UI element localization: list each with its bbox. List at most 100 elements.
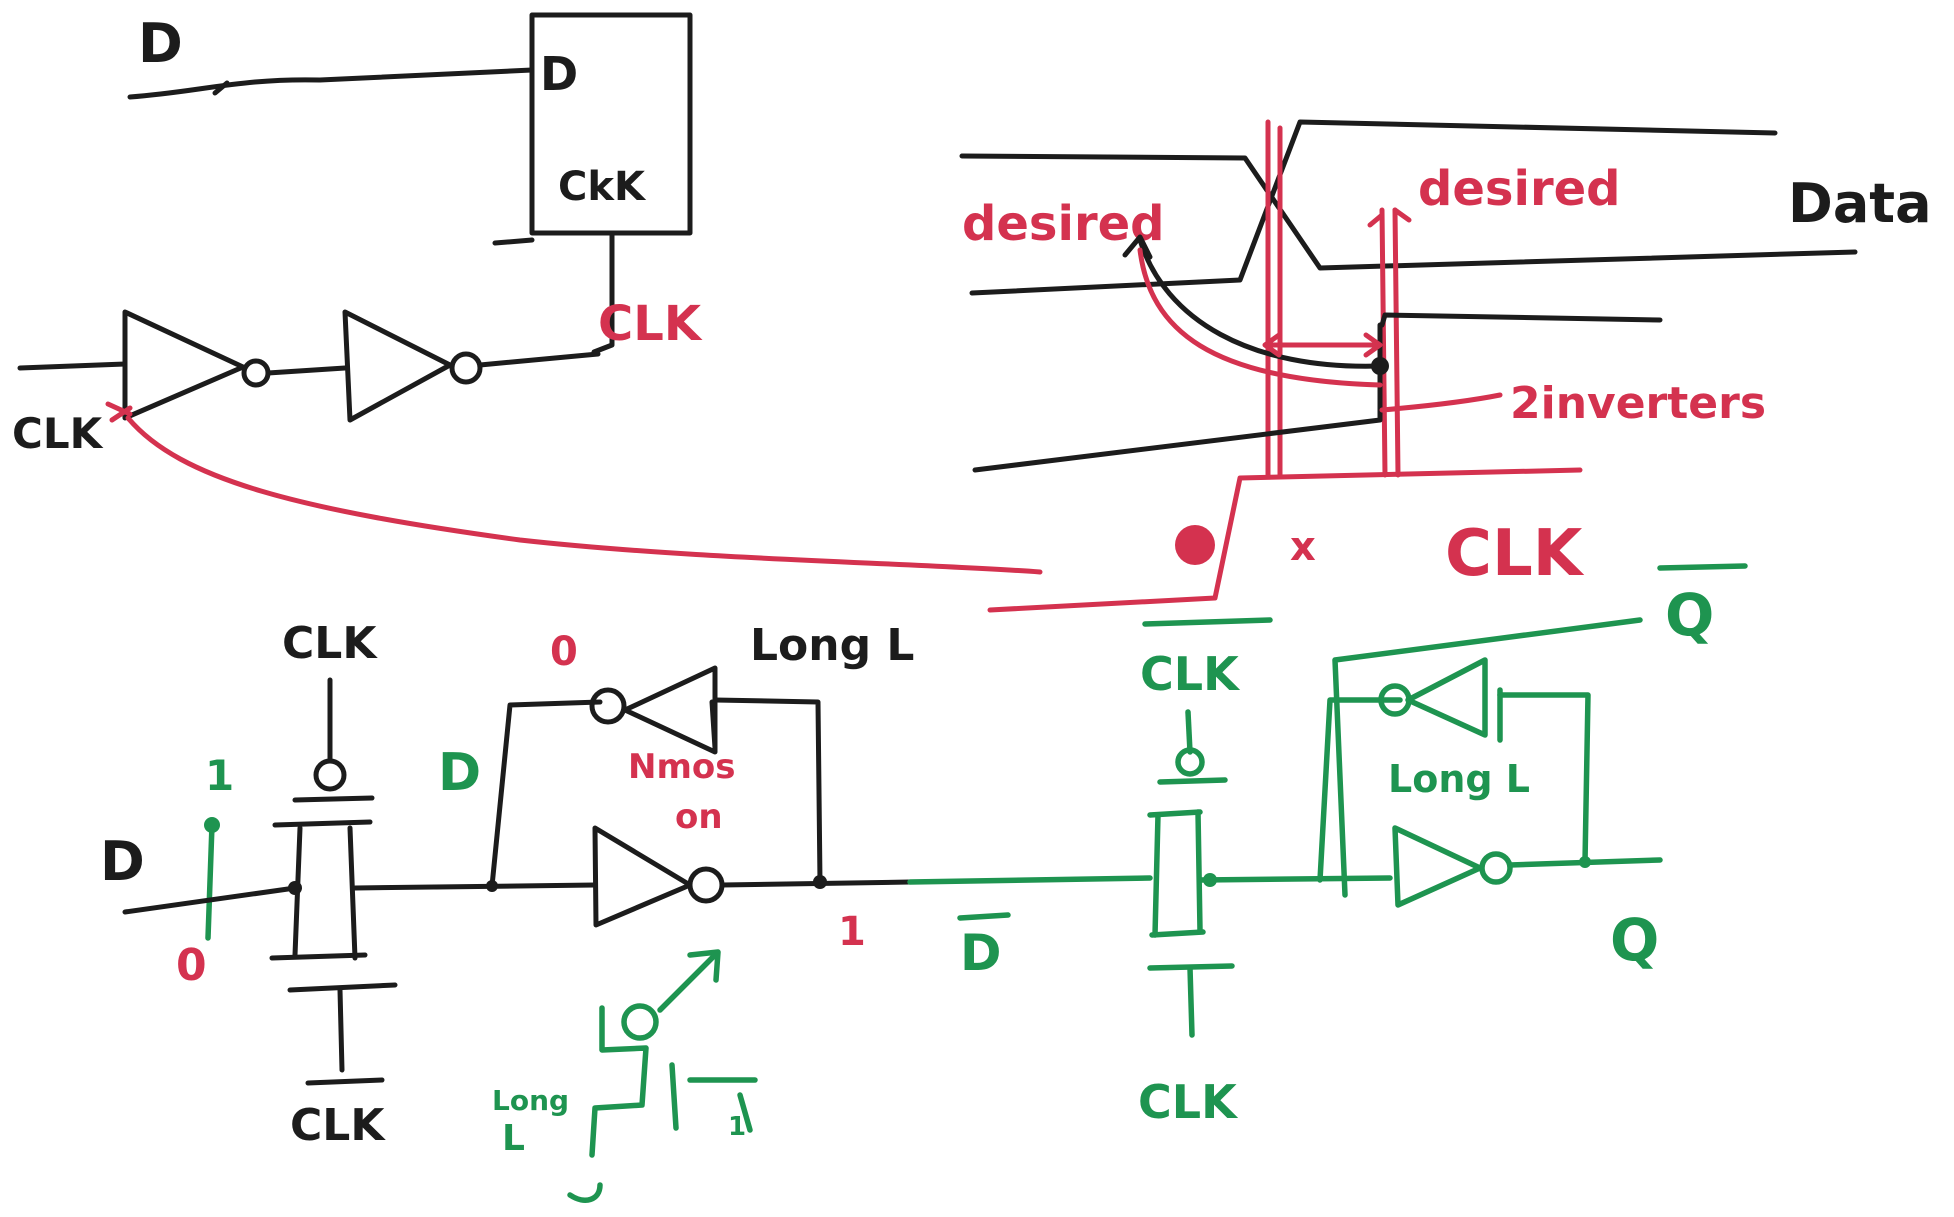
latch-d-wire xyxy=(122,885,298,915)
inverter-1-body xyxy=(122,309,246,421)
long-l-label: Long L xyxy=(750,620,914,671)
clk-input-x-mark xyxy=(105,401,133,423)
feedback-loop-left xyxy=(489,699,603,889)
clk-after-inverters-label: CLK xyxy=(598,296,703,352)
q-bar-label: Q xyxy=(1665,581,1714,649)
nmos-on-line1: Nmos xyxy=(628,747,735,787)
delayed-clk-edge xyxy=(972,322,1383,473)
stage2-feedback-inverter xyxy=(1405,657,1488,738)
second-stage-section: CLK CLK Q Long L Q xyxy=(1138,563,1748,1129)
two-inverters-leader xyxy=(1379,392,1503,413)
clk-edge-marker-left xyxy=(1265,119,1283,478)
feedback-inverter-input xyxy=(709,699,718,751)
dbar-wire xyxy=(907,875,1153,885)
clk-bar-top-label: CLK xyxy=(1140,647,1241,701)
tgate2-pmos-gate xyxy=(1157,777,1228,785)
nmos-sketch-arrow xyxy=(657,949,721,1013)
forward-inverter-body xyxy=(592,825,693,928)
tgate-clk-bottom-label: CLK xyxy=(290,1100,386,1151)
clk-timing-label: CLK xyxy=(1445,517,1585,591)
nmos-sketch-path xyxy=(589,1005,649,1158)
desired-black-arrowhead xyxy=(1122,234,1153,260)
nmos-on-line2: on xyxy=(675,797,723,837)
d-wire xyxy=(127,67,535,100)
clk-feedback-curve xyxy=(125,415,1043,575)
data-label: Data xyxy=(1788,172,1932,235)
stage2-feedback-right xyxy=(1497,692,1591,865)
long-l-bottom-line1: Long xyxy=(492,1084,569,1117)
delay-double-arrow xyxy=(1262,332,1383,358)
tgate-clk-top-label: CLK xyxy=(282,618,378,669)
tgate2-pmos-bubble xyxy=(1175,747,1205,777)
node-d-label: D xyxy=(438,743,481,803)
clk-in-wire xyxy=(17,361,128,371)
feedback-inverter-body xyxy=(622,665,718,755)
tgate-channel-plates xyxy=(269,819,373,961)
desired-left-label: desired xyxy=(962,196,1165,252)
d-wire-tick xyxy=(212,80,230,96)
timing-section: Data desired desired 2inverters x CLK xyxy=(959,119,1932,613)
clk-edge-marker-right xyxy=(1379,207,1401,478)
stage2-forward-inverter xyxy=(1392,825,1483,908)
nmos-sketch-ground xyxy=(567,1182,603,1203)
ff-clk-pin-label: CkK xyxy=(558,164,647,210)
desired-right-label: desired xyxy=(1418,161,1621,217)
long-l-bottom-line2: L xyxy=(502,1118,525,1159)
desired-red-curve xyxy=(1137,247,1383,388)
inverter-2-body xyxy=(342,309,453,423)
latch-d-input-label: D xyxy=(100,830,145,893)
stage2-feedback-left xyxy=(1317,697,1403,883)
tgate-pmos-gate xyxy=(292,795,375,803)
ff-output-stub xyxy=(492,237,535,246)
stage2-long-l-label: Long L xyxy=(1388,757,1530,801)
feedback-inverter-bubble xyxy=(589,687,627,725)
latch-input-wire xyxy=(352,882,598,891)
x-mark-label: x xyxy=(1290,524,1316,570)
clk-waveform xyxy=(987,467,1583,613)
two-inverters-label: 2inverters xyxy=(1510,378,1766,429)
nmos-sketch-gate xyxy=(669,1062,758,1133)
q-bar-overline xyxy=(1657,563,1748,571)
flip-flop-section: D D CkK CLK CLK xyxy=(12,12,703,458)
inverter-link-wire xyxy=(265,365,348,376)
nmos-sketch-bubble xyxy=(621,1003,659,1041)
d-bar-label: D xyxy=(960,924,1002,982)
d-transition-dot xyxy=(204,817,220,833)
clk-bar-overline xyxy=(305,1077,385,1086)
inverter-1-bubble xyxy=(241,358,271,388)
q-label: Q xyxy=(1610,906,1659,974)
inverter-2-bubble xyxy=(449,351,483,385)
tgate-channel-sides xyxy=(292,825,358,961)
d-input-label: D xyxy=(138,12,183,75)
clk-input-label: CLK xyxy=(12,409,104,458)
desired-right-arrowhead xyxy=(1367,207,1412,228)
d-transition-arrow xyxy=(205,822,215,941)
tgate2-pmos-gate-wire xyxy=(1185,709,1193,755)
clk-bottom-label: CLK xyxy=(1138,1075,1239,1129)
output-1-label: 1 xyxy=(838,909,866,955)
tgate2-nmos-gate-wire xyxy=(1187,965,1195,1038)
clk-bar-top-overline xyxy=(1142,617,1273,627)
desired-black-arrow xyxy=(1137,237,1383,369)
tgate-pmos-bubble xyxy=(313,758,347,792)
qbar-wire xyxy=(1332,617,1643,898)
tgate2-channel-sides xyxy=(1152,809,1203,938)
inverter-out-wire xyxy=(477,351,601,368)
ff-d-pin-label: D xyxy=(540,47,578,101)
scribbled-dot xyxy=(1175,525,1215,565)
dbar-overline xyxy=(957,912,1011,921)
stage2-forward-bubble xyxy=(1479,851,1513,885)
small-1-label: 1 xyxy=(728,1112,746,1142)
latch-section: D 1 0 CLK CLK 0 Long L D Nmos on 1 xyxy=(100,618,1153,1203)
forward-inverter-bubble xyxy=(687,866,725,904)
tgate2-channel-plates xyxy=(1147,809,1206,938)
delayed-clk-level xyxy=(1379,312,1663,328)
feedback-loop-right xyxy=(712,697,823,885)
stage2-input-wire xyxy=(1197,875,1393,883)
stage2-input-node xyxy=(1203,873,1217,887)
stage2-feedback-bubble xyxy=(1378,683,1412,717)
tgate-nmos-gate-wire xyxy=(337,987,345,1073)
d-logic-0-label: 0 xyxy=(176,940,207,991)
